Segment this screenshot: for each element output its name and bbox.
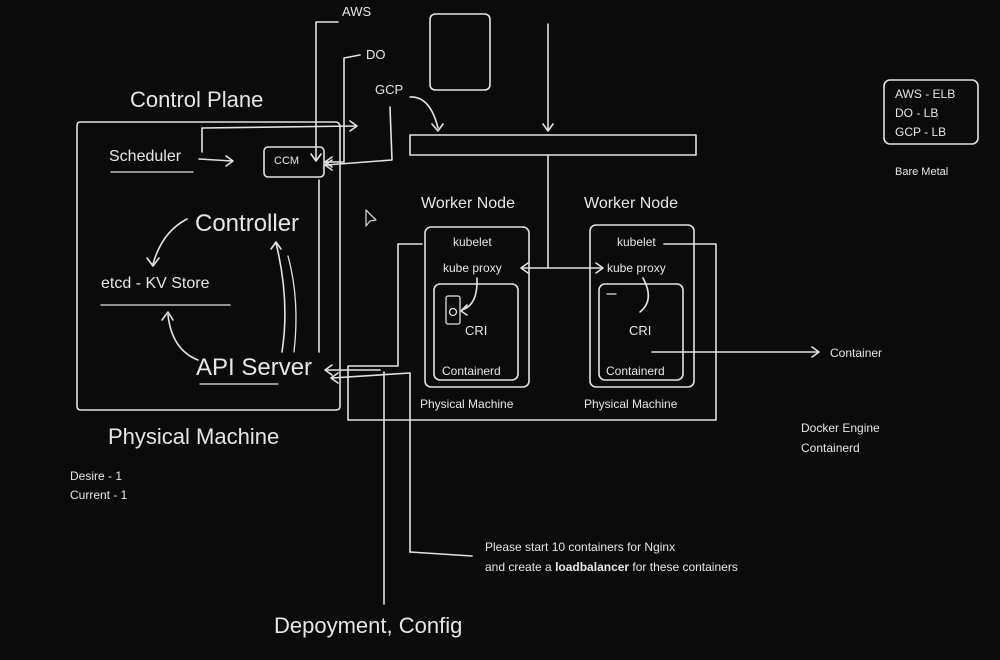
request-line bbox=[409, 551, 473, 557]
worker1-proxy-pod-arrow bbox=[461, 277, 478, 311]
worker2-containerd-box bbox=[598, 283, 684, 381]
deployment-label: Depoyment, Config bbox=[274, 613, 463, 638]
worker1-footer: Physical Machine bbox=[420, 397, 514, 411]
aws-line bbox=[315, 21, 339, 161]
container-label: Container bbox=[830, 346, 883, 360]
lb-legend-gcp: GCP - LB bbox=[895, 125, 947, 139]
control-plane-title: Control Plane bbox=[130, 87, 264, 112]
worker1-outer-box bbox=[424, 226, 530, 388]
aws-label: AWS bbox=[342, 4, 372, 19]
api-controller-arrow bbox=[275, 242, 286, 353]
scheduler-arrow bbox=[198, 158, 233, 162]
request-arrow bbox=[331, 372, 411, 553]
controller-etcd-arrow bbox=[152, 218, 188, 265]
runtime-docker: Docker Engine bbox=[801, 421, 880, 435]
worker2-cri: CRI bbox=[629, 323, 652, 338]
request-line-2-start: and create a bbox=[485, 560, 556, 574]
worker2-footer: Physical Machine bbox=[584, 397, 678, 411]
do-label: DO bbox=[366, 47, 386, 62]
desire-label: Desire - 1 bbox=[70, 469, 123, 483]
lb-legend-do: DO - LB bbox=[895, 106, 939, 120]
worker1-cri: CRI bbox=[465, 323, 488, 338]
cursor-icon bbox=[365, 209, 377, 227]
worker1-title: Worker Node bbox=[421, 195, 515, 212]
worker2-title: Worker Node bbox=[584, 195, 678, 212]
scheduler-bus-link bbox=[201, 125, 357, 153]
request-line-2-bold: loadbalancer bbox=[555, 560, 630, 574]
lb-legend: AWS - ELB DO - LB GCP - LB bbox=[895, 85, 955, 142]
current-label: Current - 1 bbox=[70, 488, 128, 502]
lb-legend-box bbox=[883, 79, 979, 145]
gcp-label: GCP bbox=[375, 82, 404, 97]
scheduler-label: Scheduler bbox=[109, 148, 182, 165]
lb-legend-aws: AWS - ELB bbox=[895, 87, 956, 101]
request-line-1: Please start 10 containers for Nginx bbox=[485, 540, 676, 554]
etcd-label: etcd - KV Store bbox=[101, 275, 210, 292]
worker1-containerd: Containerd bbox=[442, 364, 501, 378]
worker1-pod-icon bbox=[448, 307, 458, 317]
top-box bbox=[429, 13, 491, 91]
worker2-containerd: Containerd bbox=[606, 364, 665, 378]
bare-metal-label: Bare Metal bbox=[895, 166, 949, 178]
worker2-outer-box bbox=[589, 224, 695, 388]
control-plane-box bbox=[76, 121, 341, 411]
worker1-kubelet: kubelet bbox=[453, 235, 492, 249]
worker1-containerd-box bbox=[433, 283, 519, 381]
api-etcd-arrow bbox=[167, 314, 199, 361]
runtime-containerd: Containerd bbox=[801, 441, 860, 455]
gcp-line bbox=[325, 106, 393, 166]
worker2-kube-proxy: kube proxy bbox=[607, 261, 666, 275]
ccm-label: CCM bbox=[274, 155, 300, 167]
worker1-pod-box bbox=[445, 295, 461, 325]
do-line bbox=[325, 54, 361, 163]
request-line-2-end: for these containers bbox=[629, 560, 738, 574]
control-plane-footer: Physical Machine bbox=[108, 424, 280, 449]
worker1-kube-proxy: kube proxy bbox=[443, 261, 502, 275]
api-server-label: API Server bbox=[196, 354, 313, 381]
controller-label: Controller bbox=[195, 210, 300, 237]
ccm-box bbox=[263, 146, 325, 178]
cluster-network-loop bbox=[347, 243, 717, 421]
worker2-kubelet: kubelet bbox=[617, 235, 656, 249]
request-line-2: and create a loadbalancer for these cont… bbox=[485, 560, 738, 574]
gcp-bus-arrow bbox=[409, 96, 439, 129]
worker2-proxy-arrow bbox=[639, 277, 650, 313]
load-balancer-bus bbox=[409, 134, 697, 156]
